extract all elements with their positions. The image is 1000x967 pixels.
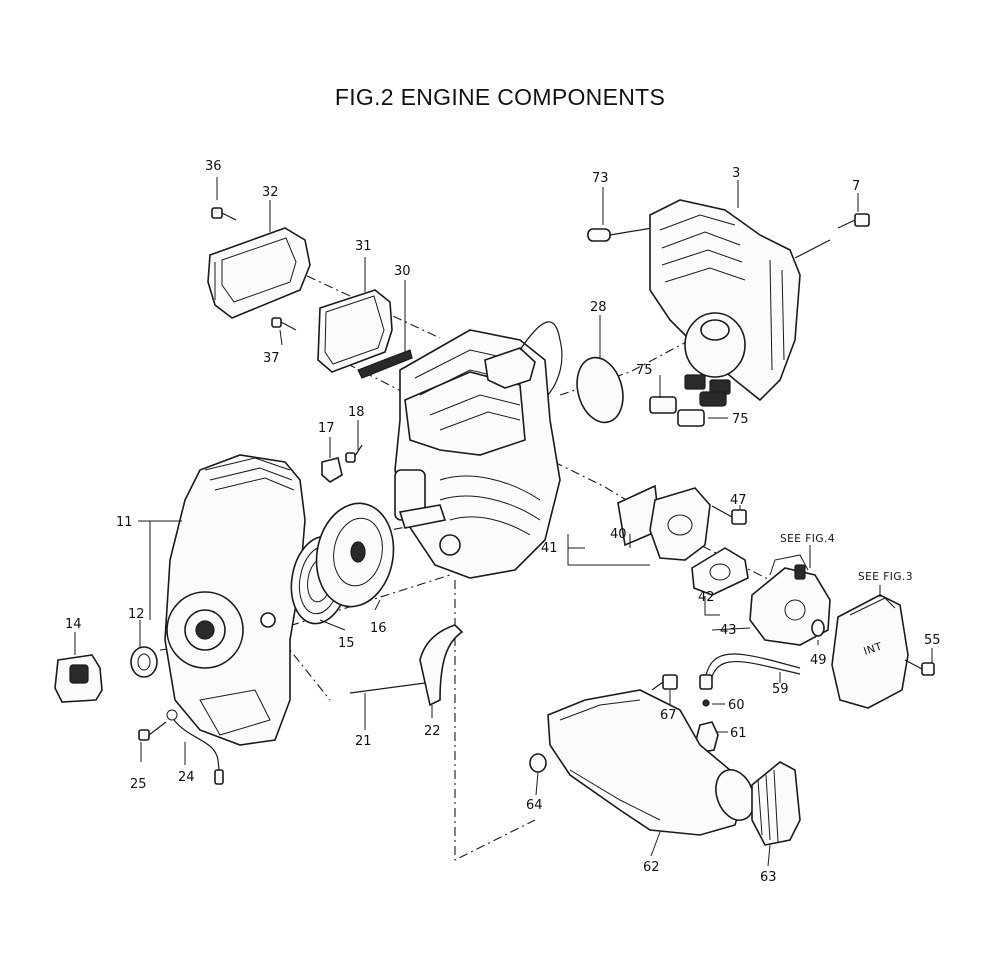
- part-55-screw: [904, 659, 935, 676]
- part-36-screw: [211, 207, 237, 221]
- callout-21: 21: [355, 734, 372, 749]
- carburetor-assembly: [749, 554, 831, 646]
- callout-18: 18: [348, 405, 365, 420]
- callout-25: 25: [130, 777, 147, 792]
- part-25-screw: [138, 721, 167, 741]
- part-22-starter-handle: [419, 624, 464, 707]
- callout-41: 41: [541, 541, 558, 556]
- part-42-carb-gasket: [691, 547, 749, 596]
- callout-numbers: 36 32 37 31 30 73 3 7 28 75 75 17 18 11 …: [65, 159, 941, 885]
- part-31-element-gasket: [317, 289, 393, 373]
- callout-17: 17: [318, 421, 335, 436]
- callout-14: 14: [65, 617, 82, 632]
- part-60-ball: [702, 699, 710, 707]
- part-47-bolt: [711, 505, 747, 525]
- callout-49: 49: [810, 653, 827, 668]
- callout-30: 30: [394, 264, 411, 279]
- callout-16: 16: [370, 621, 387, 636]
- part-11-fan-cover: [164, 454, 306, 746]
- see-fig-3-note: SEE FIG.3: [858, 571, 913, 583]
- callout-42: 42: [698, 590, 715, 605]
- part-49-o-ring: [811, 619, 825, 637]
- part-75-spacer-pads: [649, 391, 727, 427]
- muffler-label-text: INT: [862, 641, 884, 658]
- callout-3: 3: [732, 166, 740, 181]
- part-12-pawl-nut: [130, 646, 158, 678]
- part-28-gasket-ring: [576, 356, 624, 424]
- part-32-air-cleaner-cover: [207, 227, 311, 319]
- callout-15: 15: [338, 636, 355, 651]
- callout-12: 12: [128, 607, 145, 622]
- muffler-air-cleaner-cover: INT: [831, 594, 909, 709]
- callout-61: 61: [730, 726, 747, 741]
- leader-lines: [74, 177, 933, 867]
- callout-64: 64: [526, 798, 543, 813]
- callout-62: 62: [643, 860, 660, 875]
- callout-7: 7: [852, 179, 860, 194]
- part-18-screw: [345, 444, 363, 463]
- part-21-starter-rope: [349, 682, 426, 694]
- callout-47: 47: [730, 493, 747, 508]
- part-16-starter-pulley: [315, 502, 395, 608]
- part-3-cylinder-cover: [649, 199, 801, 402]
- callout-43: 43: [720, 623, 737, 638]
- part-64-cap: [529, 753, 547, 773]
- part-17-bracket: [321, 457, 343, 483]
- engine-block: [394, 321, 563, 579]
- callout-37: 37: [263, 351, 280, 366]
- part-62-fuel-tank: [547, 689, 755, 836]
- callout-40: 40: [610, 527, 627, 542]
- callout-55: 55: [924, 633, 941, 648]
- part-24-stop-wire: [166, 709, 224, 785]
- see-fig-4-note: SEE FIG.4: [780, 533, 835, 545]
- part-63-fuel-cap: [751, 761, 801, 846]
- part-14-switch: [54, 654, 103, 703]
- part-59-fuel-pipe: [699, 653, 801, 690]
- callout-22: 22: [424, 724, 441, 739]
- figure-title: FIG.2 ENGINE COMPONENTS: [334, 84, 666, 110]
- part-41-insulator: [649, 487, 711, 561]
- callout-73: 73: [592, 171, 609, 186]
- part-37-screw: [271, 317, 297, 331]
- callout-63: 63: [760, 870, 777, 885]
- callout-60: 60: [728, 698, 745, 713]
- callout-75-bottom: 75: [732, 412, 749, 427]
- callout-36: 36: [205, 159, 222, 174]
- callout-59: 59: [772, 682, 789, 697]
- part-7-bolt: [794, 213, 870, 259]
- callout-32: 32: [262, 185, 279, 200]
- part-67-bolt: [651, 674, 678, 691]
- callout-75-top: 75: [636, 363, 653, 378]
- part-30-filter-element: [357, 290, 413, 379]
- callout-28: 28: [590, 300, 607, 315]
- part-73-pin: [587, 227, 653, 242]
- callout-31: 31: [355, 239, 372, 254]
- callout-67: 67: [660, 708, 677, 723]
- callout-11: 11: [116, 515, 133, 530]
- callout-24: 24: [178, 770, 195, 785]
